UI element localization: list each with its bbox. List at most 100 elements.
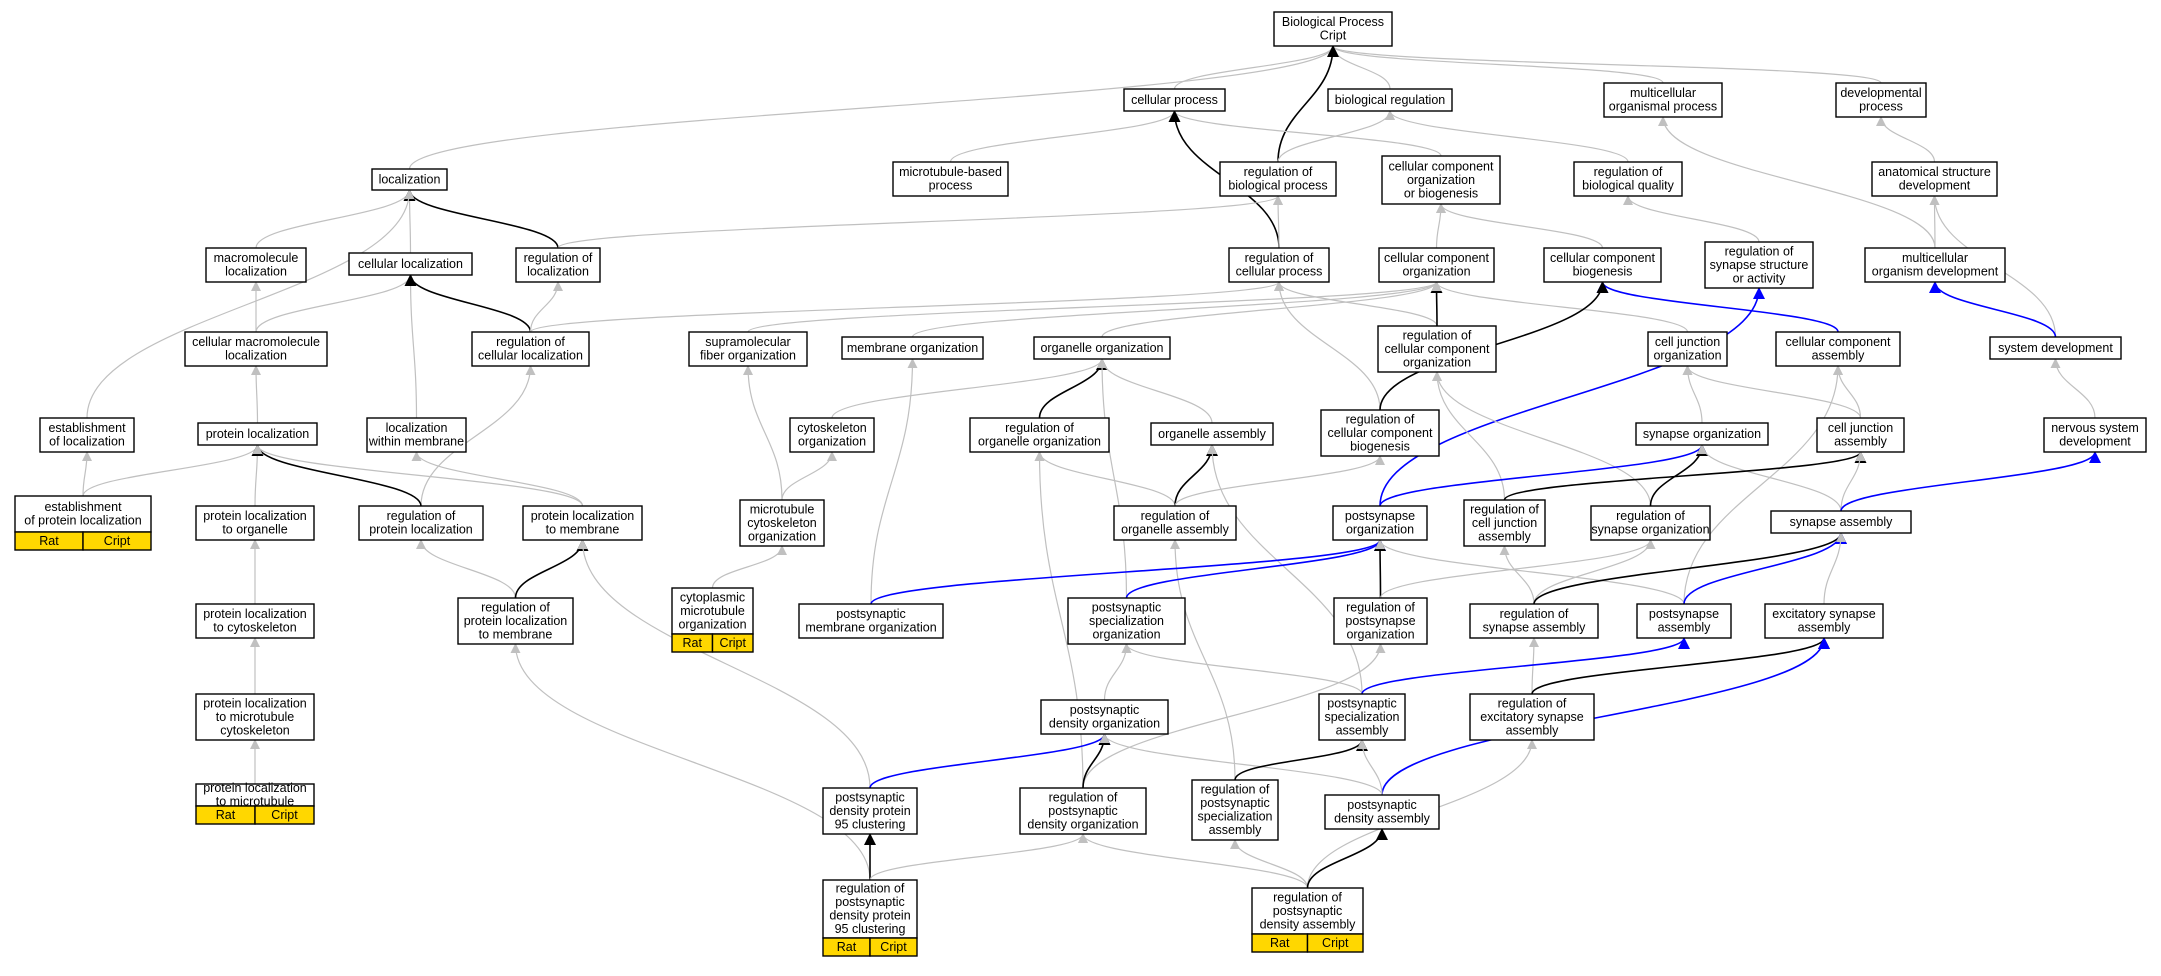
- node-ploc[interactable]: protein localization: [197, 422, 318, 446]
- node-label-line: density protein: [829, 804, 910, 818]
- node-cloc[interactable]: cellular localization: [348, 252, 473, 276]
- edge-cco-to-ccob: [1435, 203, 1446, 249]
- node-label-line: of localization: [49, 435, 125, 449]
- node-box: [197, 422, 318, 446]
- node-label-line: within membrane: [368, 435, 464, 449]
- node-label-line: cellular process: [1131, 93, 1218, 107]
- node-label-line: organization: [1402, 265, 1470, 279]
- node-rpssa[interactable]: regulation ofpostsynapticspecializationa…: [1191, 779, 1279, 841]
- node-mo[interactable]: membrane organization: [841, 336, 984, 360]
- node-br[interactable]: biological regulation: [1327, 88, 1453, 112]
- edge-resa-to-esa: [1531, 637, 1830, 695]
- node-label-line: postsynaptic: [1273, 904, 1342, 918]
- node-box: [822, 787, 918, 835]
- node-cp[interactable]: cellular process: [1123, 88, 1226, 112]
- node-oo[interactable]: organelle organization: [1033, 336, 1171, 360]
- node-box: [1770, 510, 1912, 534]
- node-label-line: organelle organization: [978, 435, 1101, 449]
- node-label-line: regulation of: [1005, 421, 1074, 435]
- edge-sfo-to-cco: [747, 281, 1442, 333]
- node-label-line: postsynaptic: [1092, 600, 1161, 614]
- node-label-line: regulation of: [1245, 251, 1314, 265]
- node-loc[interactable]: localization: [371, 168, 448, 191]
- node-label-line: assembly: [1478, 529, 1532, 543]
- edge-macloc-to-loc: [255, 189, 415, 249]
- node-so[interactable]: synapse organization: [1635, 422, 1769, 446]
- species-badge-label: Rat: [39, 534, 59, 548]
- edge-sa-to-cja: [1840, 451, 1866, 512]
- node-box: [1040, 699, 1169, 735]
- edge-pssa-to-psa: [1361, 637, 1690, 695]
- node-oa[interactable]: organelle assembly: [1150, 422, 1274, 446]
- node-box: [1543, 247, 1662, 283]
- node-box: [1871, 161, 1998, 197]
- node-label-line: specialization: [1197, 810, 1272, 824]
- node-label-line: cell junction: [1828, 421, 1893, 435]
- node-label-line: Biological Process: [1282, 15, 1384, 29]
- species-badge: [869, 937, 918, 957]
- node-sa[interactable]: synapse assembly: [1770, 510, 1912, 534]
- node-sd[interactable]: system development: [1989, 336, 2122, 360]
- edge-pdp95-to-pdo: [869, 733, 1111, 789]
- node-label-line: system development: [1998, 341, 2113, 355]
- edge-pdo-to-psso: [1103, 643, 1132, 701]
- node-box: [739, 499, 825, 547]
